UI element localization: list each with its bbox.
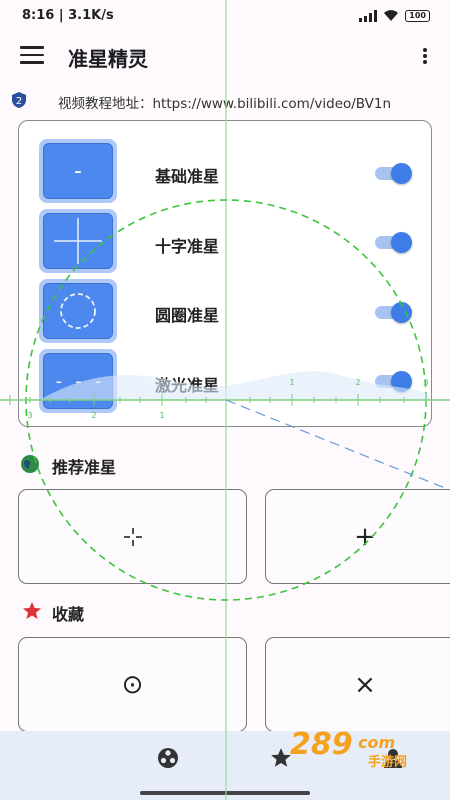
globe-icon xyxy=(21,455,39,473)
recommended-card-1[interactable] xyxy=(18,489,247,584)
info-badge-icon: 2 xyxy=(12,92,26,108)
star-icon xyxy=(23,602,41,619)
favorite-card-2[interactable]: × xyxy=(265,637,450,732)
cross-crosshair-icon xyxy=(54,218,102,264)
bottom-navigation xyxy=(0,731,450,800)
toggle-cross[interactable] xyxy=(375,232,413,253)
basic-crosshair-button[interactable]: - xyxy=(39,139,117,203)
star-nav-icon xyxy=(271,748,291,767)
dash-crosshair-icon: - xyxy=(74,158,82,184)
home-indicator xyxy=(140,791,310,795)
nav-crosshair[interactable] xyxy=(153,745,183,771)
section-title-favorites: 收藏 xyxy=(52,605,85,624)
circle-crosshair-button[interactable] xyxy=(39,279,117,343)
x-crosshair-icon: × xyxy=(354,669,376,700)
more-vertical-icon[interactable] xyxy=(418,46,432,66)
crosshair-nav-icon xyxy=(158,748,178,768)
signal-icon xyxy=(359,9,378,22)
recommended-card-2[interactable]: + xyxy=(265,489,450,584)
small-cross-crosshair-icon xyxy=(123,527,142,546)
svg-text:289: 289 xyxy=(290,727,353,762)
app-title: 准星精灵 xyxy=(68,47,148,71)
svg-text:手游网: 手游网 xyxy=(368,754,407,770)
plus-crosshair-icon: + xyxy=(354,521,376,552)
hamburger-menu-icon[interactable] xyxy=(20,46,44,66)
battery-icon: 100 xyxy=(405,9,430,22)
toggle-basic[interactable] xyxy=(375,163,413,184)
watermark-logo: 289 com 手游网 xyxy=(290,727,407,770)
row-label-laser: 激光准星 xyxy=(155,376,220,395)
tutorial-link[interactable]: 视频教程地址：https://www.bilibili.com/video/BV… xyxy=(58,96,392,112)
laser-crosshair-icon: - - - xyxy=(53,370,103,392)
favorite-card-1[interactable]: ⊙ xyxy=(18,637,247,732)
svg-text:2: 2 xyxy=(16,96,22,107)
row-label-cross: 十字准星 xyxy=(155,237,220,256)
wifi-icon xyxy=(384,10,399,21)
person-nav-icon xyxy=(384,749,402,768)
status-bar: 8:16 | 3.1K/s 100 xyxy=(0,0,450,34)
crosshair-panel: - 基础准星 十字准星 圆圈准星 - - - 激光准星 xyxy=(18,120,432,427)
status-icons: 100 xyxy=(359,9,430,22)
row-label-basic: 基础准星 xyxy=(155,167,220,186)
laser-crosshair-button[interactable]: - - - xyxy=(39,349,117,413)
nav-favorites[interactable] xyxy=(266,745,296,771)
status-time: 8:16 | 3.1K/s xyxy=(22,8,114,23)
svg-text:com: com xyxy=(358,733,395,752)
row-label-circle: 圆圈准星 xyxy=(155,306,220,325)
section-title-recommended: 推荐准星 xyxy=(52,458,117,477)
toggle-circle[interactable] xyxy=(375,302,413,323)
nav-profile[interactable] xyxy=(378,745,408,771)
circle-crosshair-icon xyxy=(60,293,96,329)
dot-circle-crosshair-icon: ⊙ xyxy=(121,669,144,700)
toggle-laser[interactable] xyxy=(375,371,413,392)
cross-crosshair-button[interactable] xyxy=(39,209,117,273)
